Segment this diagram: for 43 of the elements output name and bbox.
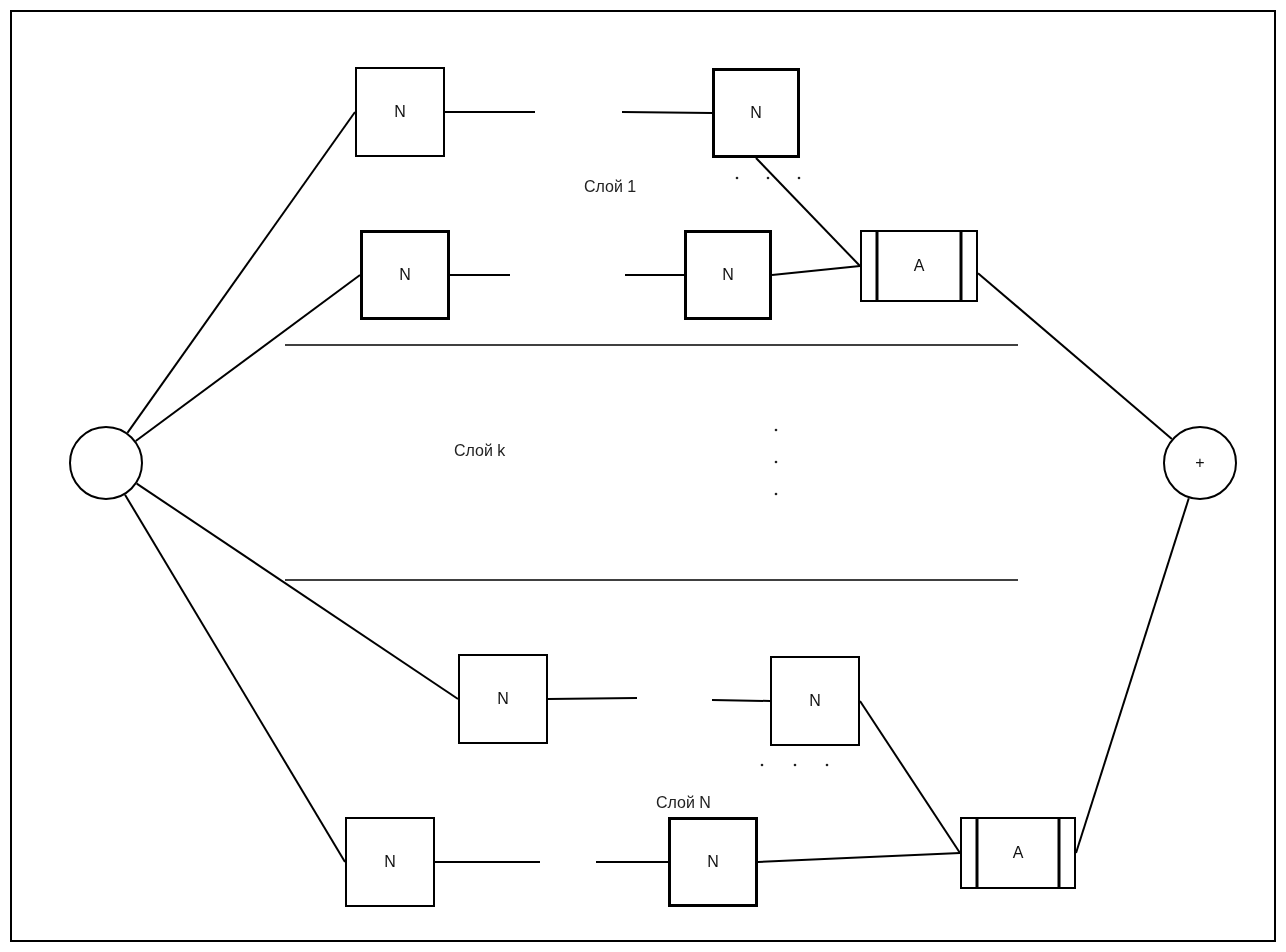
connector-line bbox=[126, 111, 356, 434]
process-box bbox=[712, 68, 800, 158]
layer-label: Слой k bbox=[454, 443, 506, 459]
connector-line bbox=[444, 111, 536, 113]
connector-line bbox=[547, 697, 638, 700]
process-box bbox=[770, 656, 860, 746]
connector-line bbox=[595, 861, 669, 863]
node-label: N bbox=[722, 267, 734, 283]
empty-circle bbox=[69, 426, 143, 500]
node-label: N bbox=[399, 267, 411, 283]
node-label: N bbox=[394, 104, 406, 120]
connector-line bbox=[977, 272, 1173, 440]
layer-label: Слой N bbox=[656, 795, 711, 811]
node-label: N bbox=[750, 105, 762, 121]
connector-line bbox=[621, 111, 713, 114]
connector-line bbox=[434, 861, 541, 863]
process-box bbox=[360, 230, 450, 320]
process-box bbox=[345, 817, 435, 907]
connector-line bbox=[134, 274, 361, 442]
process-box bbox=[668, 817, 758, 907]
node-label: A bbox=[913, 258, 925, 274]
connector-line bbox=[449, 274, 511, 276]
layer-label: Слой 1 bbox=[584, 179, 637, 195]
connector-line bbox=[757, 852, 961, 863]
process-box bbox=[684, 230, 772, 320]
node-label: N bbox=[384, 854, 396, 870]
connector-line bbox=[771, 265, 861, 276]
connector-line bbox=[711, 699, 771, 702]
connector-line bbox=[624, 274, 685, 276]
connector-line bbox=[135, 482, 459, 700]
predefined-process-box bbox=[860, 230, 978, 302]
node-label: N bbox=[809, 693, 821, 709]
connector-line bbox=[755, 157, 861, 267]
process-box bbox=[458, 654, 548, 744]
process-box bbox=[355, 67, 445, 157]
node-label: N bbox=[707, 854, 719, 870]
operator-symbol: + bbox=[1195, 455, 1205, 471]
connector-line bbox=[859, 700, 961, 854]
circle-node bbox=[1163, 426, 1237, 500]
connector-line bbox=[124, 493, 346, 863]
node-label: N bbox=[497, 691, 509, 707]
node-label: A bbox=[1012, 845, 1024, 861]
predefined-process-box bbox=[960, 817, 1076, 889]
